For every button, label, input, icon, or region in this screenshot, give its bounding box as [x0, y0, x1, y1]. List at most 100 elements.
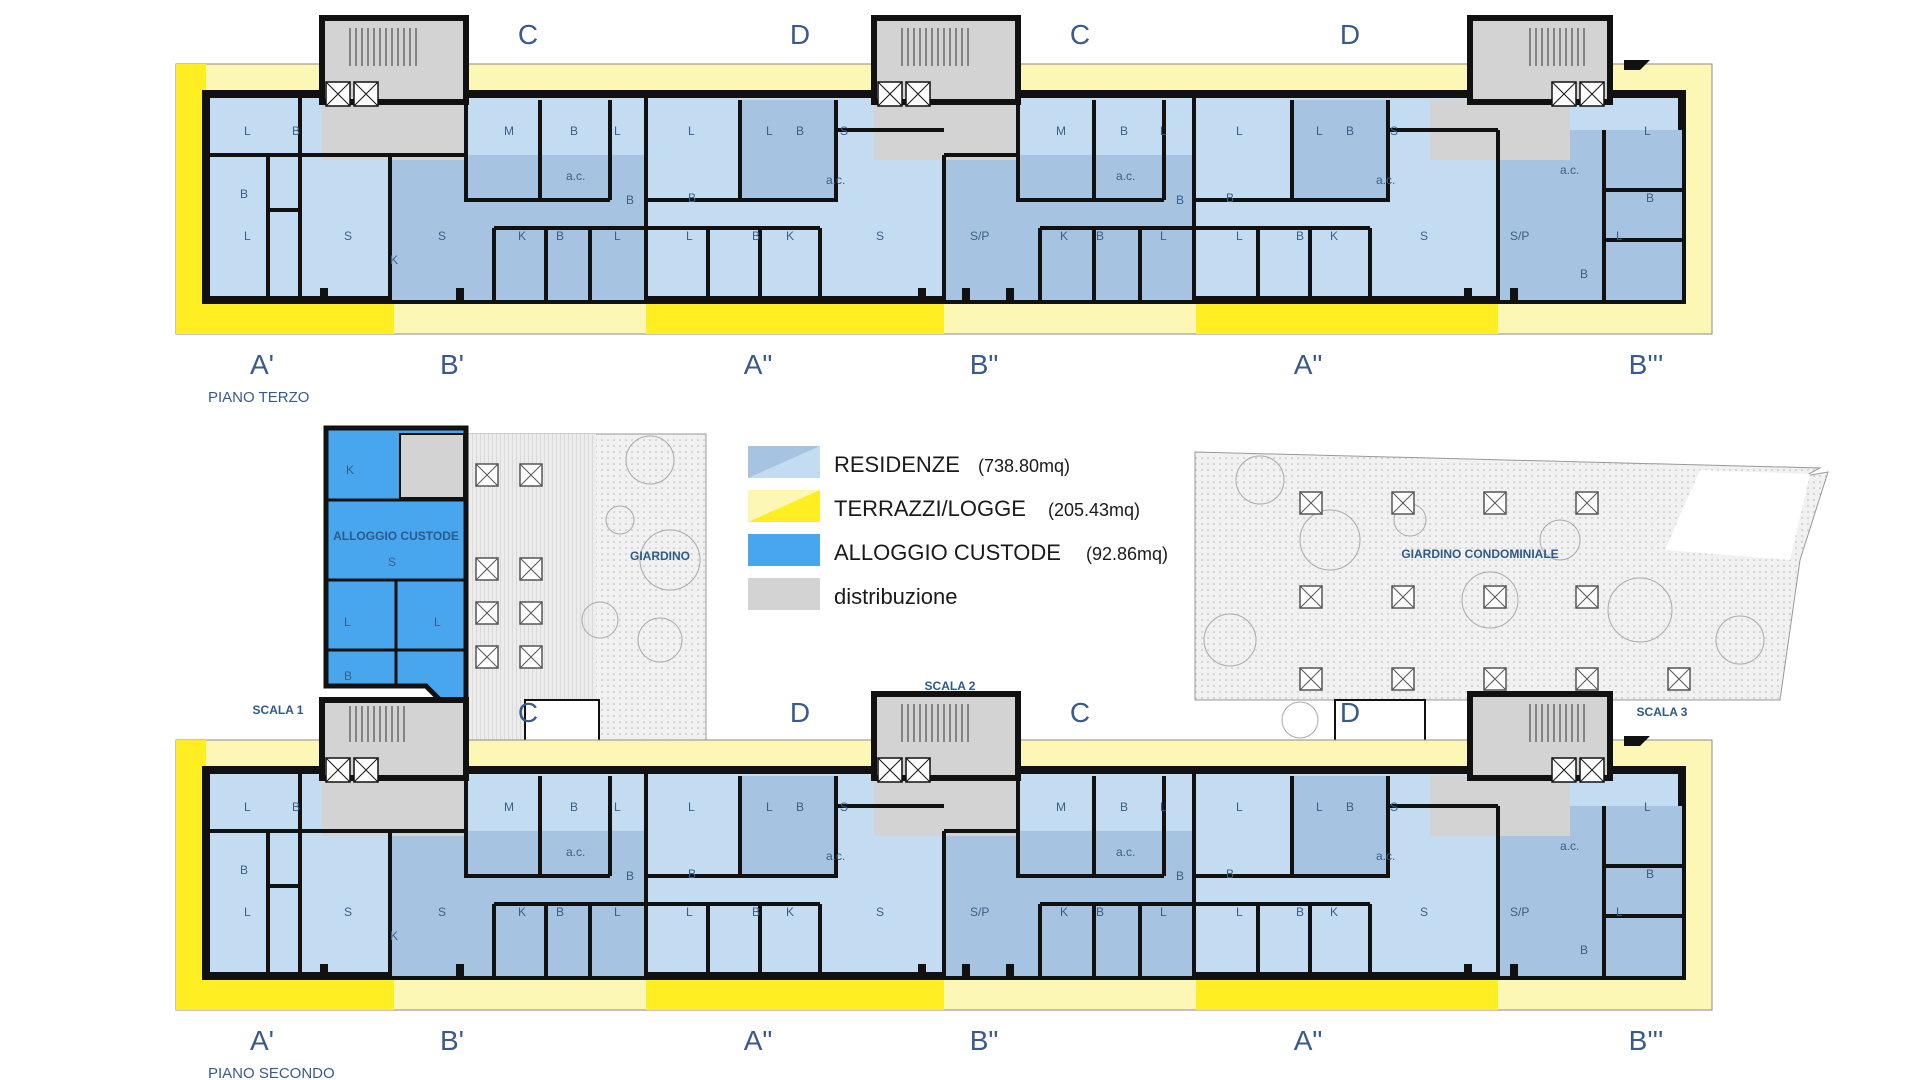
room-label: L — [1316, 800, 1323, 814]
room-label: B — [1120, 800, 1128, 814]
floor-title-upper: PIANO TERZO — [208, 389, 309, 406]
room-label: S — [840, 124, 848, 138]
terrace-yellow — [176, 300, 394, 334]
room-label: B — [688, 867, 696, 881]
room-label: L — [1616, 229, 1623, 243]
room-label: a.c. — [826, 849, 845, 863]
unit-label-c: C — [1070, 697, 1090, 728]
distribution-zone — [322, 100, 466, 160]
legend-area-residenze: (738.80mq) — [978, 456, 1070, 476]
room-label: B — [796, 124, 804, 138]
room-label: B — [1296, 905, 1304, 919]
room-label: L — [686, 905, 693, 919]
room-label: S — [438, 905, 446, 919]
unit-label-a2: A" — [1294, 1025, 1323, 1056]
unit-label-d: D — [790, 697, 810, 728]
room-label: B — [796, 800, 804, 814]
room-label: S/P — [970, 905, 989, 919]
alloggio-custode-label: ALLOGGIO CUSTODE — [333, 529, 459, 543]
distribution-zone — [322, 776, 466, 836]
residence-zone — [740, 776, 836, 876]
room-label: S/P — [1510, 229, 1529, 243]
room-label: L — [1236, 124, 1243, 138]
room-label: B — [688, 191, 696, 205]
room-labels-upper: L B B L S K S M B L B a.c. K B L L L B S… — [240, 124, 1654, 281]
unit-label-c: C — [518, 697, 538, 728]
room-label: a.c. — [1116, 169, 1135, 183]
legend-swatch-residenze — [748, 446, 820, 478]
room-label: B — [1346, 124, 1354, 138]
room-label: B — [292, 124, 300, 138]
room-label: K — [518, 229, 526, 243]
scala-1-label: SCALA 1 — [253, 703, 304, 717]
room-label: S — [1420, 905, 1428, 919]
room-label: a.c. — [1376, 849, 1395, 863]
terrace-yellow — [176, 740, 206, 1010]
garden-cutout — [1665, 470, 1810, 560]
room-label: B — [1346, 800, 1354, 814]
room-label: L — [1160, 124, 1167, 138]
room-label: S — [840, 800, 848, 814]
room-label: S — [344, 905, 352, 919]
unit-label-b3: B''' — [1629, 349, 1664, 380]
scala-2-label: SCALA 2 — [925, 679, 976, 693]
room-label: L — [244, 800, 251, 814]
terrace-yellow — [646, 976, 944, 1010]
legend-swatch-alloggio — [748, 534, 820, 566]
room-label: B — [1226, 191, 1234, 205]
unit-label-d: D — [790, 19, 810, 50]
legend-area-alloggio: (92.86mq) — [1086, 544, 1168, 564]
unit-label-b3: B''' — [1629, 1025, 1664, 1056]
terrace-yellow — [176, 64, 206, 334]
floor-title-lower: PIANO SECONDO — [208, 1065, 335, 1080]
unit-label-a2: A" — [744, 1025, 773, 1056]
room-label: S/P — [1510, 905, 1529, 919]
room-label: B — [1120, 124, 1128, 138]
room-label: K — [390, 253, 398, 267]
terrace-yellow — [1196, 300, 1498, 334]
room-label: L — [614, 800, 621, 814]
room-label: B — [626, 193, 634, 207]
room-label: B — [344, 669, 352, 683]
room-label: S/P — [970, 229, 989, 243]
unit-label-b2: B" — [970, 349, 999, 380]
room-label: M — [504, 124, 514, 138]
unit-label-b1: B' — [440, 1025, 464, 1056]
legend: RESIDENZE (738.80mq) TERRAZZI/LOGGE (205… — [748, 446, 1168, 610]
room-label: K — [786, 229, 794, 243]
room-label: K — [346, 463, 354, 477]
room-label: L — [1160, 905, 1167, 919]
room-label: B — [1176, 193, 1184, 207]
terrace-yellow — [646, 300, 944, 334]
unit-label-c: C — [1070, 19, 1090, 50]
unit-label-b1: B' — [440, 349, 464, 380]
room-label: L — [434, 615, 441, 629]
room-label: M — [504, 800, 514, 814]
room-label: L — [1160, 229, 1167, 243]
unit-label-a1: A' — [250, 1025, 274, 1056]
legend-label-terrazzi: TERRAZZI/LOGGE — [834, 496, 1026, 521]
room-label: B — [1096, 229, 1104, 243]
room-label: K — [1330, 905, 1338, 919]
room-label: B — [240, 863, 248, 877]
room-label: a.c. — [1560, 839, 1579, 853]
room-label: a.c. — [566, 845, 585, 859]
balcony-marker — [1624, 736, 1650, 746]
custodian-stair — [399, 433, 465, 499]
room-label: B — [1646, 867, 1654, 881]
room-label: S — [876, 229, 884, 243]
room-label: L — [766, 124, 773, 138]
room-label: L — [614, 124, 621, 138]
room-label: B — [1646, 191, 1654, 205]
balcony-marker — [1624, 60, 1650, 70]
room-label: B — [752, 905, 760, 919]
room-label: L — [1644, 800, 1651, 814]
room-label: a.c. — [826, 173, 845, 187]
room-label: S — [388, 555, 396, 569]
room-label: B — [752, 229, 760, 243]
room-label: L — [766, 800, 773, 814]
room-label: L — [688, 800, 695, 814]
terrace-yellow — [1196, 976, 1498, 1010]
room-label: a.c. — [1560, 163, 1579, 177]
terrace-yellow — [176, 976, 394, 1010]
